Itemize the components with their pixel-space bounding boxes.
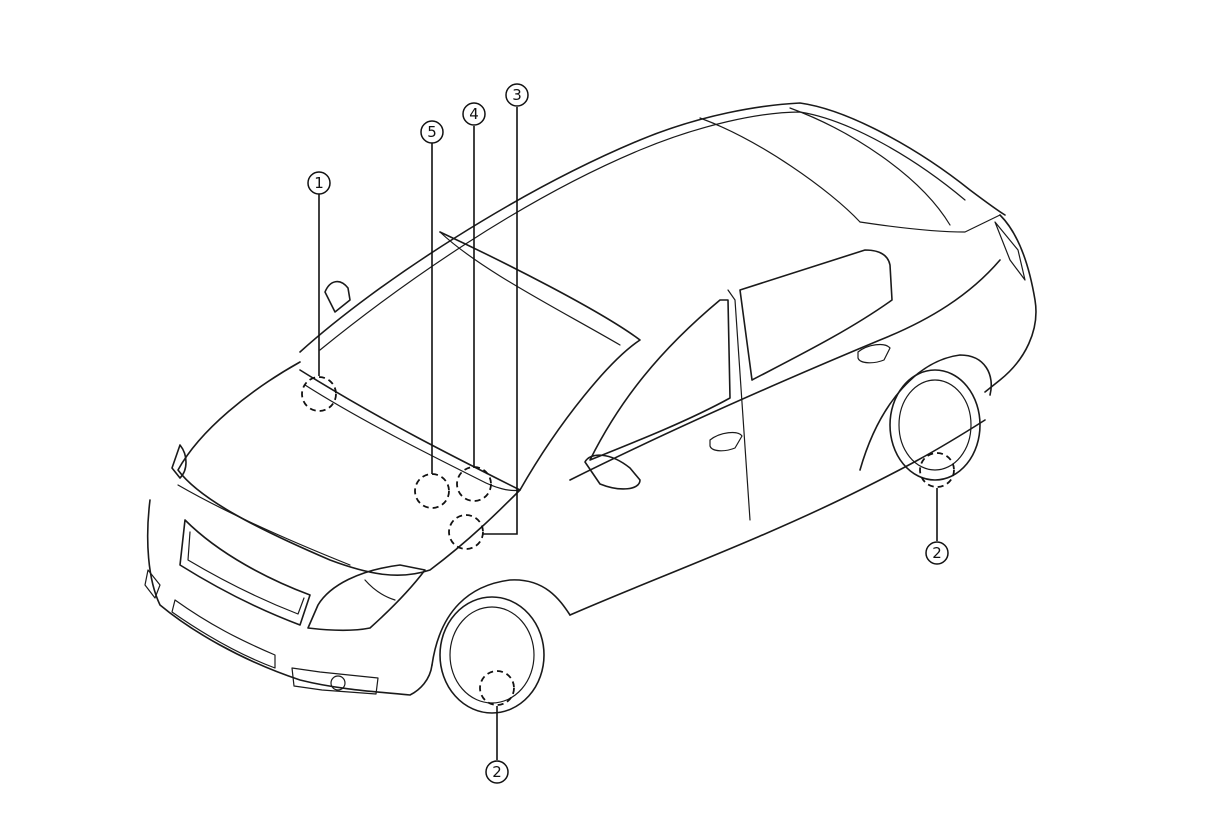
- fog-lamp-ring: [330, 675, 346, 691]
- front-bumper: [146, 499, 433, 696]
- roof-seam: [439, 231, 621, 346]
- sedan-illustration: [144, 102, 1037, 714]
- cowl-line: [304, 384, 521, 492]
- location-4-marker: [456, 466, 492, 502]
- callout-2-front: 2: [485, 760, 509, 784]
- windshield-outline: [299, 231, 641, 491]
- headlight-left: [171, 444, 187, 479]
- callout-ring: [505, 83, 529, 107]
- front-wheel-inner: [449, 606, 535, 704]
- tail-light: [994, 221, 1026, 281]
- front-wheel: [439, 596, 545, 714]
- roof-inner-line: [319, 111, 966, 351]
- fog-lamp-right: [291, 667, 379, 695]
- hood-outline: [177, 361, 521, 576]
- callout-ring: [925, 541, 949, 565]
- rear-door-window: [739, 249, 893, 381]
- location-markers: [301, 376, 955, 706]
- rear-window-line: [859, 214, 1001, 233]
- lower-intake: [171, 599, 276, 669]
- roof-rear-seam: [699, 117, 861, 223]
- location-3-marker: [448, 514, 484, 550]
- callout-1: 1: [307, 171, 331, 195]
- callout-2-rear: 2: [925, 541, 949, 565]
- rear-fender: [859, 354, 992, 471]
- left-mirror: [324, 280, 351, 313]
- fog-lamp-left: [144, 569, 161, 599]
- hood-crease: [177, 484, 351, 566]
- location-1-marker: [301, 376, 337, 412]
- callout-number: 5: [427, 123, 437, 141]
- leader-3: [483, 107, 518, 535]
- location-5-marker: [414, 473, 450, 509]
- headlight-right-inner: [364, 579, 396, 601]
- rear-wheel-inner: [898, 379, 972, 471]
- callout-number: 2: [492, 763, 502, 781]
- right-mirror: [584, 454, 641, 490]
- leader-lines: [318, 107, 938, 760]
- callout-4: 4: [462, 102, 486, 126]
- callout-number: 4: [469, 105, 479, 123]
- callout-ring: [420, 120, 444, 144]
- grille-outline: [179, 519, 311, 626]
- side-beltline: [569, 259, 1001, 481]
- location-2-front-marker: [479, 670, 515, 706]
- front-door-handle: [709, 431, 743, 452]
- callout-number: 2: [932, 544, 942, 562]
- callout-3: 3: [505, 83, 529, 107]
- trunk-outline: [984, 214, 1037, 393]
- location-2-rear-marker: [919, 452, 955, 488]
- rear-door-handle: [857, 343, 891, 364]
- roof-outline: [299, 102, 1006, 353]
- front-door-window: [589, 299, 731, 461]
- side-sill: [569, 419, 986, 616]
- grille-inner: [187, 531, 305, 615]
- front-fender: [431, 579, 571, 666]
- callout-ring: [307, 171, 331, 195]
- rear-wheel: [889, 369, 981, 481]
- callout-ring: [462, 102, 486, 126]
- callout-number: 3: [512, 86, 522, 104]
- roof-rear-seam-2: [789, 107, 951, 226]
- b-pillar: [727, 289, 751, 521]
- callout-5: 5: [420, 120, 444, 144]
- headlight-right: [307, 564, 426, 632]
- callout-number: 1: [314, 174, 324, 192]
- callout-ring: [485, 760, 509, 784]
